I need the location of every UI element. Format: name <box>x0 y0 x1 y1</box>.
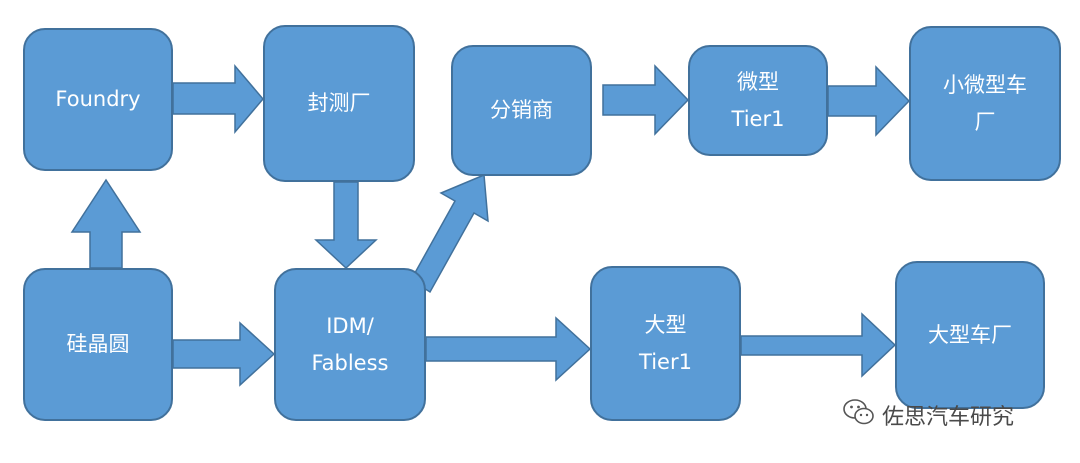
arrow-wafer-to-idm <box>172 321 276 387</box>
node-label: 硅晶圆 <box>66 332 130 357</box>
arrow-wafer-to-foundry <box>70 178 142 269</box>
node-label: 小微型车 <box>943 72 1027 97</box>
node-label: 封测厂 <box>307 91 371 116</box>
watermark: 佐思汽车研究 <box>842 398 1014 432</box>
node-wafer: 硅晶圆 <box>23 268 173 421</box>
node-micro-tier1: 微型 Tier1 <box>688 45 828 156</box>
node-large-tier1: 大型 Tier1 <box>590 266 741 421</box>
arrow-foundry-to-packaging <box>172 63 264 135</box>
arrow-micro-tier1-to-micro-oem <box>827 65 911 137</box>
node-label: Tier1 <box>639 349 692 374</box>
node-foundry: Foundry <box>23 28 173 171</box>
arrow-idm-to-distributor <box>409 173 489 294</box>
arrow-packaging-to-idm <box>314 181 378 270</box>
node-label: 厂 <box>974 109 996 134</box>
arrow-large-tier1-to-large-oem <box>740 312 897 378</box>
node-label: 分销商 <box>490 98 553 123</box>
node-label: 大型车厂 <box>928 322 1012 347</box>
node-distributor: 分销商 <box>451 45 592 176</box>
arrow-idm-to-large-tier1 <box>425 316 592 382</box>
node-label: Tier1 <box>731 106 785 131</box>
watermark-text: 佐思汽车研究 <box>882 405 1015 430</box>
node-label: Fabless <box>311 350 389 375</box>
node-micro-oem: 小微型车 厂 <box>909 26 1061 181</box>
node-label: 微型 <box>737 69 779 94</box>
node-large-oem: 大型车厂 <box>895 261 1045 409</box>
node-packaging: 封测厂 <box>263 25 415 182</box>
node-label: Foundry <box>55 87 141 112</box>
node-idm: IDM/ Fabless <box>274 268 426 421</box>
node-label: 大型 <box>644 312 687 337</box>
node-label: IDM/ <box>326 313 374 338</box>
wechat-icon <box>842 398 882 432</box>
arrow-distributor-to-micro-tier1 <box>602 64 690 136</box>
